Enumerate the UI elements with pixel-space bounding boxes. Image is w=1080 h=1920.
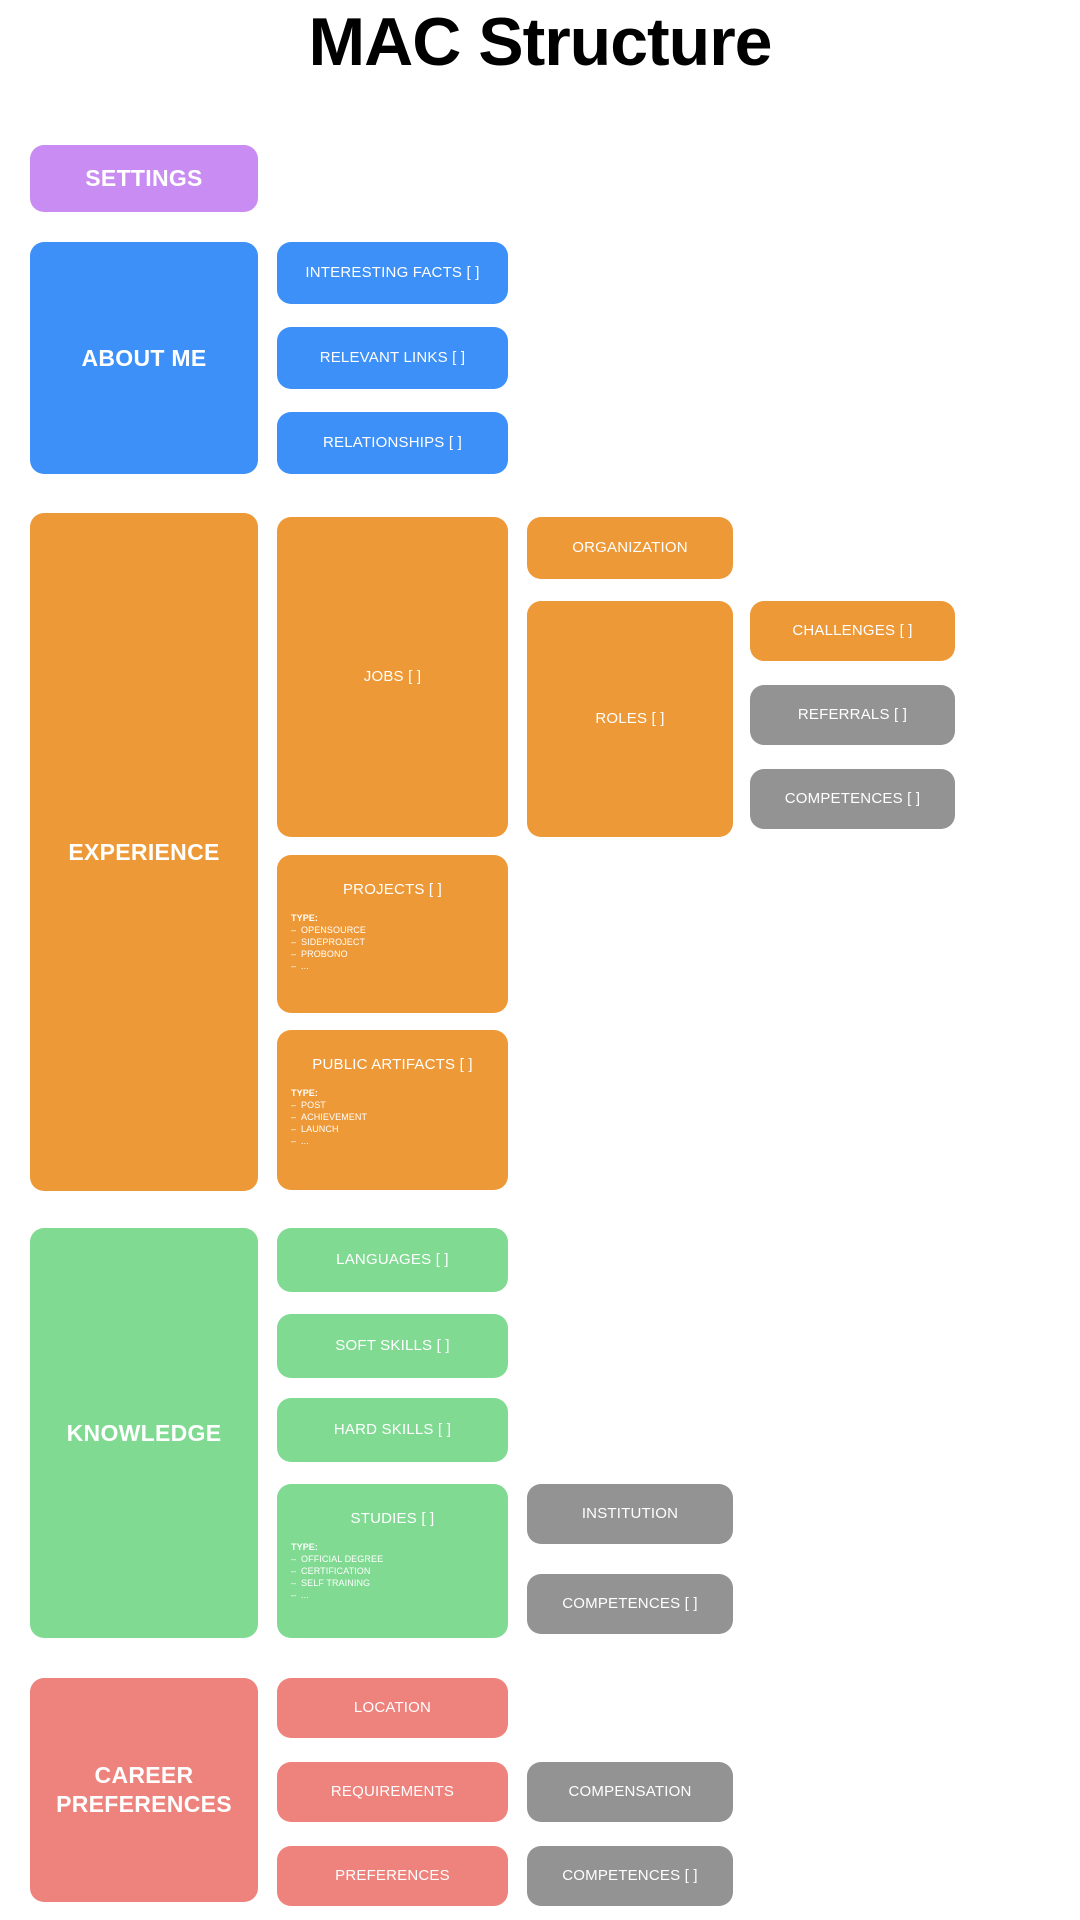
node-institution-label: INSTITUTION <box>581 1504 679 1522</box>
node-studies-type-item: CERTIFICATION <box>291 1565 508 1577</box>
node-organization[interactable]: ORGANIZATION <box>527 517 733 579</box>
node-studies-type-item: ... <box>291 1589 508 1601</box>
page-title: MAC Structure <box>308 4 772 80</box>
node-studies-label: STUDIES [ ] <box>350 1510 435 1527</box>
node-studies-type-list: TYPE: OFFICIAL DEGREE CERTIFICATION SELF… <box>291 1541 508 1601</box>
node-projects-type-item: OPENSOURCE <box>291 924 508 936</box>
node-languages[interactable]: LANGUAGES [ ] <box>277 1228 508 1292</box>
node-projects[interactable]: PROJECTS [ ] TYPE: OPENSOURCE SIDEPROJEC… <box>277 855 508 1013</box>
node-settings[interactable]: SETTINGS <box>30 145 258 212</box>
node-experience-label: EXPERIENCE <box>68 838 220 865</box>
node-projects-type-head: TYPE: <box>291 912 319 923</box>
node-public-artifacts-type-head: TYPE: <box>291 1087 319 1098</box>
node-career-preferences[interactable]: CAREER PREFERENCES <box>30 1678 258 1902</box>
node-studies-type-item: SELF TRAINING <box>291 1577 508 1589</box>
node-career-competences[interactable]: COMPETENCES [ ] <box>527 1846 733 1906</box>
node-public-artifacts-type-item: ACHIEVEMENT <box>291 1111 508 1123</box>
node-projects-type-item: PROBONO <box>291 948 508 960</box>
node-about-me[interactable]: ABOUT ME <box>30 242 258 474</box>
node-languages-label: LANGUAGES [ ] <box>336 1250 449 1268</box>
node-preferences[interactable]: PREFERENCES <box>277 1846 508 1906</box>
node-hard-skills-label: HARD SKILLS [ ] <box>333 1420 452 1438</box>
node-jobs[interactable]: JOBS [ ] <box>277 517 508 837</box>
node-referrals-label: REFERRALS [ ] <box>797 705 908 723</box>
node-knowledge-label: KNOWLEDGE <box>66 1419 222 1446</box>
node-about-me-label: ABOUT ME <box>81 344 207 371</box>
node-projects-type-item: SIDEPROJECT <box>291 936 508 948</box>
node-career-preferences-label: CAREER PREFERENCES <box>56 1762 232 1817</box>
node-location-label: LOCATION <box>353 1698 432 1716</box>
node-institution[interactable]: INSTITUTION <box>527 1484 733 1544</box>
node-studies[interactable]: STUDIES [ ] TYPE: OFFICIAL DEGREE CERTIF… <box>277 1484 508 1638</box>
node-preferences-label: PREFERENCES <box>335 1866 450 1884</box>
node-requirements-label: REQUIREMENTS <box>330 1782 455 1800</box>
node-projects-type-item: ... <box>291 960 508 972</box>
node-challenges[interactable]: CHALLENGES [ ] <box>750 601 955 661</box>
node-requirements[interactable]: REQUIREMENTS <box>277 1762 508 1822</box>
node-knowledge-competences[interactable]: COMPETENCES [ ] <box>527 1574 733 1634</box>
node-referrals[interactable]: REFERRALS [ ] <box>750 685 955 745</box>
node-organization-label: ORGANIZATION <box>572 538 688 556</box>
node-jobs-label: JOBS [ ] <box>363 667 422 685</box>
node-experience-competences[interactable]: COMPETENCES [ ] <box>750 769 955 829</box>
node-roles-label: ROLES [ ] <box>595 709 665 727</box>
node-public-artifacts-type-item: ... <box>291 1135 508 1147</box>
node-public-artifacts[interactable]: PUBLIC ARTIFACTS [ ] TYPE: POST ACHIEVEM… <box>277 1030 508 1190</box>
node-relationships[interactable]: RELATIONSHIPS [ ] <box>277 412 508 474</box>
node-soft-skills-label: SOFT SKILLS [ ] <box>335 1336 450 1354</box>
node-compensation-label: COMPENSATION <box>568 1782 692 1800</box>
node-location[interactable]: LOCATION <box>277 1678 508 1738</box>
node-relationships-label: RELATIONSHIPS [ ] <box>323 433 462 451</box>
node-interesting-facts[interactable]: INTERESTING FACTS [ ] <box>277 242 508 304</box>
node-challenges-label: CHALLENGES [ ] <box>792 621 913 639</box>
node-public-artifacts-type-item: POST <box>291 1099 508 1111</box>
node-compensation[interactable]: COMPENSATION <box>527 1762 733 1822</box>
node-knowledge[interactable]: KNOWLEDGE <box>30 1228 258 1638</box>
node-settings-label: SETTINGS <box>85 165 203 192</box>
node-knowledge-competences-label: COMPETENCES [ ] <box>562 1594 698 1612</box>
node-studies-type-item: OFFICIAL DEGREE <box>291 1553 508 1565</box>
node-experience-competences-label: COMPETENCES [ ] <box>784 789 921 807</box>
node-hard-skills[interactable]: HARD SKILLS [ ] <box>277 1398 508 1462</box>
node-experience[interactable]: EXPERIENCE <box>30 513 258 1191</box>
node-relevant-links[interactable]: RELEVANT LINKS [ ] <box>277 327 508 389</box>
node-public-artifacts-type-item: LAUNCH <box>291 1123 508 1135</box>
node-projects-label: PROJECTS [ ] <box>342 881 443 898</box>
node-public-artifacts-type-list: TYPE: POST ACHIEVEMENT LAUNCH ... <box>291 1087 508 1147</box>
node-roles[interactable]: ROLES [ ] <box>527 601 733 837</box>
node-interesting-facts-label: INTERESTING FACTS [ ] <box>305 263 480 281</box>
node-relevant-links-label: RELEVANT LINKS [ ] <box>319 348 466 366</box>
node-career-competences-label: COMPETENCES [ ] <box>562 1866 698 1884</box>
node-public-artifacts-label: PUBLIC ARTIFACTS [ ] <box>312 1056 473 1073</box>
node-studies-type-head: TYPE: <box>291 1541 319 1552</box>
node-soft-skills[interactable]: SOFT SKILLS [ ] <box>277 1314 508 1378</box>
node-projects-type-list: TYPE: OPENSOURCE SIDEPROJECT PROBONO ... <box>291 912 508 972</box>
